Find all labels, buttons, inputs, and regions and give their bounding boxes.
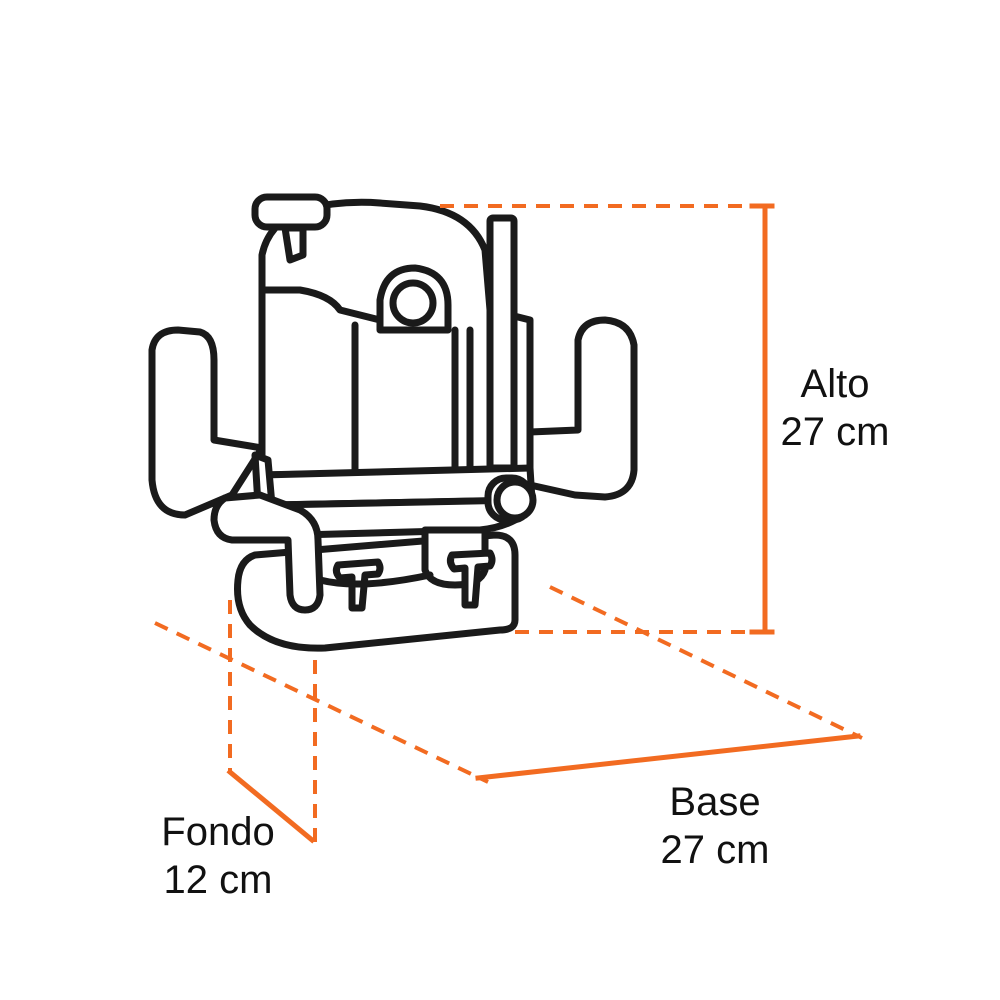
fondo-dimension-line [226, 768, 316, 844]
alto-value: 27 cm [780, 410, 890, 454]
depth-rod [486, 214, 518, 472]
port-hole [389, 279, 437, 327]
base-label: Base 27 cm [630, 778, 800, 874]
router-tool-illustration [148, 193, 638, 652]
alto-title: Alto [800, 362, 870, 406]
dimension-lines [154, 203, 863, 848]
base-near-extension [154, 621, 489, 784]
fondo-label: Fondo 12 cm [138, 808, 298, 904]
housing-shoulder [258, 286, 384, 324]
right-handle [526, 316, 638, 501]
base-far-extension [549, 585, 863, 740]
base-value: 27 cm [660, 828, 770, 872]
dust-port-elbow [210, 491, 324, 614]
fondo-value: 12 cm [163, 858, 273, 902]
base-dimension-line [475, 733, 861, 781]
base-clamp-right [446, 549, 496, 609]
top-knob [251, 193, 331, 231]
base-title: Base [669, 780, 761, 824]
base-cutout [316, 571, 434, 588]
knob-stem [281, 224, 307, 264]
left-handle [148, 326, 266, 519]
fondo-title: Fondo [161, 810, 275, 854]
locking-knob-face [493, 478, 537, 522]
alto-label: Alto 27 cm [760, 360, 910, 456]
